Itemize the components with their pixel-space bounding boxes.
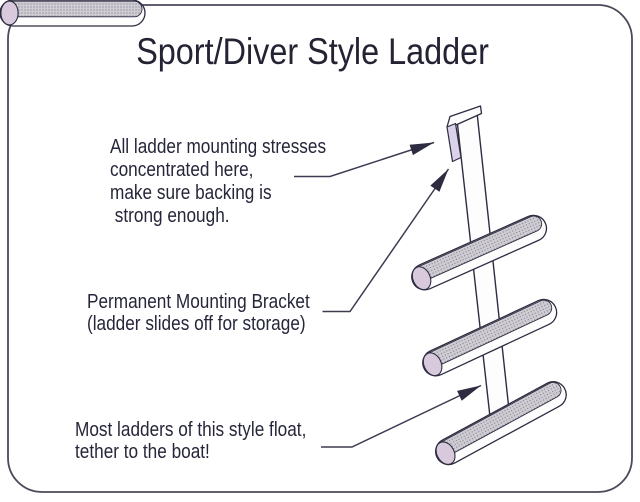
annotation-float-line2: tether to the boat!: [75, 441, 210, 463]
annotation-bracket: Permanent Mounting Bracket (ladder slide…: [87, 291, 346, 335]
annotation-stress-line3: make sure backing is: [110, 182, 272, 204]
annotation-float: Most ladders of this style float, tether…: [75, 419, 344, 463]
annotation-bracket-line1: Permanent Mounting Bracket: [87, 291, 310, 313]
figure-title: Sport/Diver Style Ladder: [0, 31, 626, 73]
mounting-bracket-face: [446, 122, 462, 163]
annotation-bracket-line2: (ladder slides off for storage): [87, 313, 306, 335]
annotation-stress-line2: concentrated here,: [110, 159, 254, 181]
figure-title-text: Sport/Diver Style Ladder: [136, 31, 490, 72]
leader-arrow-bracket: [322, 168, 450, 313]
leader-arrow-float: [321, 384, 482, 448]
annotation-stress-line4: strong enough.: [110, 205, 230, 227]
leader-arrow-stress: [294, 141, 435, 178]
annotation-stress: All ladder mounting stresses concentrate…: [110, 136, 361, 228]
annotation-float-line1: Most ladders of this style float,: [75, 419, 307, 441]
mounting-bracket: [446, 105, 483, 163]
annotation-stress-line1: All ladder mounting stresses: [110, 136, 327, 158]
